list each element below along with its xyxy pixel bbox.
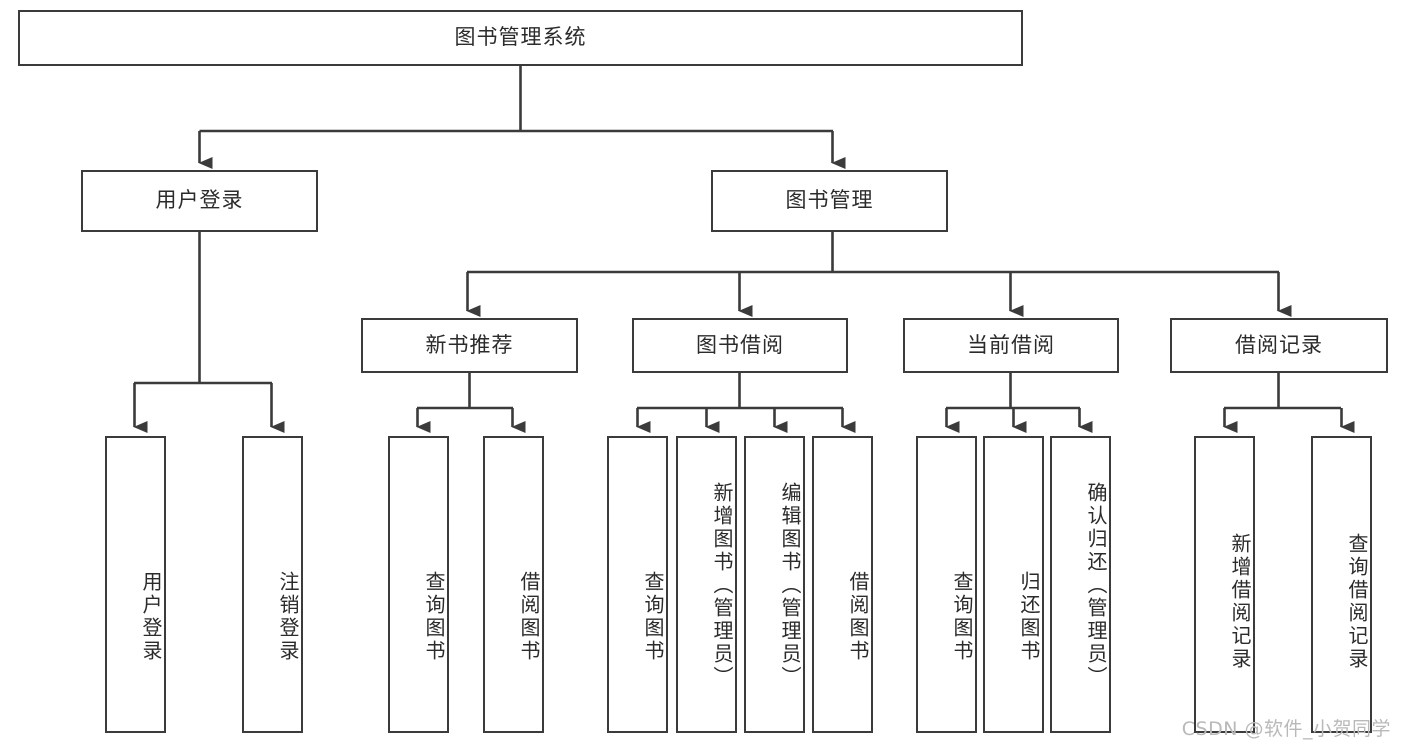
leaf-borrow-book-2[interactable]: 借阅图书 bbox=[812, 436, 873, 733]
leaf-borrow-book-2-label: 借阅图书 bbox=[846, 570, 870, 663]
leaf-return-book[interactable]: 归还图书 bbox=[983, 436, 1044, 733]
leaf-query-book-2[interactable]: 查询图书 bbox=[607, 436, 668, 733]
node-user-login[interactable]: 用户登录 bbox=[81, 170, 318, 232]
leaf-query-book-3-label: 查询图书 bbox=[950, 570, 974, 663]
leaf-edit-book[interactable]: 编辑图书（管理员） bbox=[744, 436, 805, 733]
leaf-query-record[interactable]: 查询借阅记录 bbox=[1311, 436, 1372, 733]
leaf-logout-label: 注销登录 bbox=[276, 570, 300, 663]
node-borrow-record-label: 借阅记录 bbox=[1235, 332, 1323, 357]
node-book-borrow-label: 图书借阅 bbox=[696, 332, 784, 357]
leaf-edit-book-label: 编辑图书（管理员） bbox=[778, 482, 802, 689]
leaf-user-login-label: 用户登录 bbox=[139, 570, 163, 663]
node-book-borrow[interactable]: 图书借阅 bbox=[632, 318, 848, 373]
leaf-add-book-label: 新增图书（管理员） bbox=[710, 482, 734, 689]
node-borrow-record[interactable]: 借阅记录 bbox=[1170, 318, 1388, 373]
node-book-management[interactable]: 图书管理 bbox=[711, 170, 948, 232]
leaf-query-book-1-label: 查询图书 bbox=[422, 570, 446, 663]
leaf-return-book-label: 归还图书 bbox=[1017, 570, 1041, 663]
leaf-confirm-return-label: 确认归还（管理员） bbox=[1084, 482, 1108, 689]
leaf-add-record[interactable]: 新增借阅记录 bbox=[1194, 436, 1255, 733]
watermark: CSDN @软件_小贺同学 bbox=[1181, 718, 1391, 740]
node-new-book-recommend[interactable]: 新书推荐 bbox=[361, 318, 578, 373]
node-book-management-label: 图书管理 bbox=[785, 188, 874, 213]
leaf-query-book-3[interactable]: 查询图书 bbox=[916, 436, 977, 733]
leaf-logout[interactable]: 注销登录 bbox=[242, 436, 303, 733]
leaf-add-record-label: 新增借阅记录 bbox=[1228, 532, 1252, 671]
node-current-borrow[interactable]: 当前借阅 bbox=[903, 318, 1119, 373]
leaf-query-record-label: 查询借阅记录 bbox=[1345, 532, 1369, 671]
leaf-user-login[interactable]: 用户登录 bbox=[105, 436, 166, 733]
leaf-add-book[interactable]: 新增图书（管理员） bbox=[676, 436, 737, 733]
node-current-borrow-label: 当前借阅 bbox=[967, 332, 1055, 357]
leaf-query-book-1[interactable]: 查询图书 bbox=[388, 436, 449, 733]
node-root-label: 图书管理系统 bbox=[454, 25, 587, 50]
leaf-borrow-book-1[interactable]: 借阅图书 bbox=[483, 436, 544, 733]
node-root[interactable]: 图书管理系统 bbox=[18, 10, 1023, 66]
leaf-borrow-book-1-label: 借阅图书 bbox=[517, 570, 541, 663]
node-new-book-recommend-label: 新书推荐 bbox=[425, 332, 514, 357]
node-user-login-label: 用户登录 bbox=[155, 188, 244, 213]
leaf-query-book-2-label: 查询图书 bbox=[641, 570, 665, 663]
leaf-confirm-return[interactable]: 确认归还（管理员） bbox=[1050, 436, 1111, 733]
